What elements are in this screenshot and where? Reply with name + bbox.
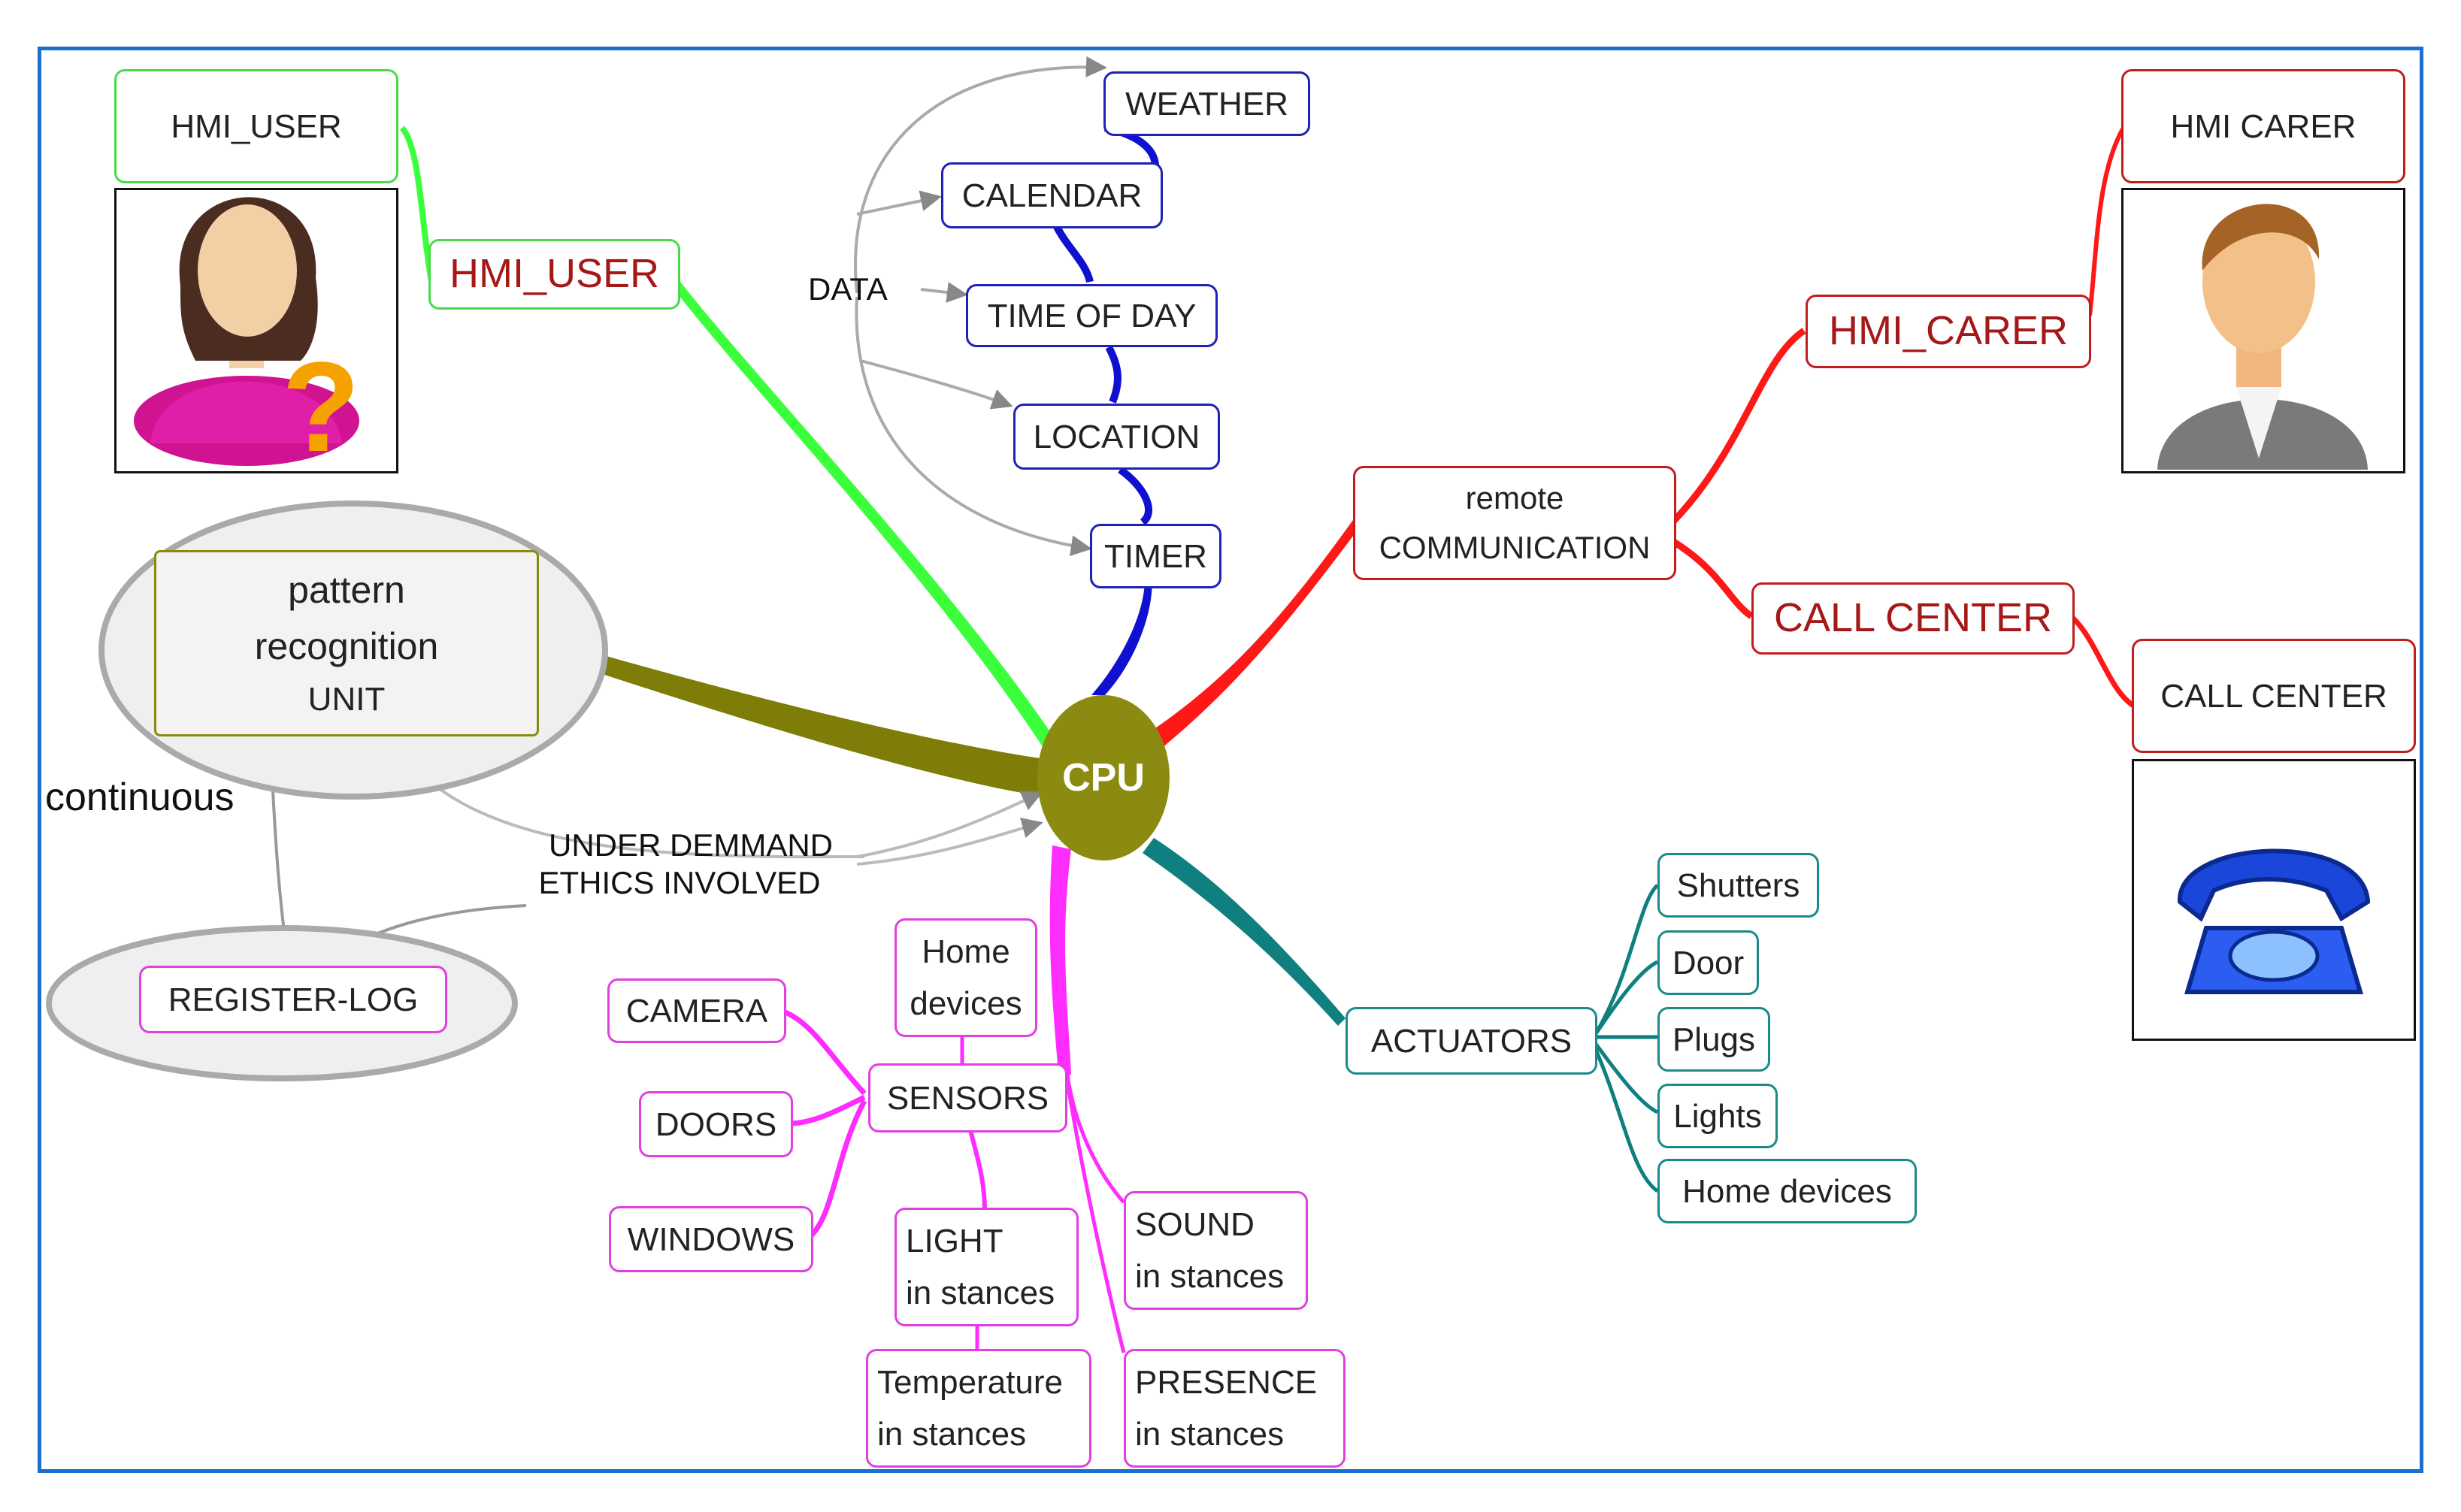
- sound-line1: SOUND: [1135, 1206, 1255, 1243]
- temperature-line1: Temperature: [877, 1364, 1064, 1401]
- hmi-user-node[interactable]: HMI_USER: [428, 239, 680, 310]
- pattern-recognition-node[interactable]: pattern recognition UNIT: [154, 550, 539, 736]
- presence-node[interactable]: PRESENCE in stances: [1124, 1349, 1346, 1468]
- actuators-node[interactable]: ACTUATORS: [1346, 1007, 1597, 1075]
- under-demand-label: UNDER DEMMAND ETHICS INVOLVED: [526, 827, 833, 903]
- pattern-line1: pattern: [288, 569, 405, 611]
- branch-pattern: [541, 637, 1045, 797]
- continuous-label: continuous: [45, 776, 235, 819]
- light-node[interactable]: LIGHT in stances: [894, 1208, 1079, 1326]
- branch-hmi-user: [673, 282, 1051, 748]
- location-node[interactable]: LOCATION: [1013, 404, 1220, 470]
- windows-node[interactable]: WINDOWS: [609, 1206, 813, 1272]
- branch-remote: [1149, 520, 1361, 751]
- branch-actuators: [1143, 838, 1346, 1026]
- under-demand-line2: ETHICS INVOLVED: [538, 865, 821, 901]
- temperature-line2: in stances: [877, 1416, 1027, 1453]
- camera-node[interactable]: CAMERA: [607, 978, 786, 1043]
- light-line1: LIGHT: [906, 1223, 1003, 1259]
- hmi-carer-node[interactable]: HMI_CARER: [1806, 295, 2091, 368]
- home-devices-sensor-node[interactable]: Home devices: [894, 918, 1037, 1037]
- home-devices-actuator-node[interactable]: Home devices: [1657, 1159, 1917, 1223]
- light-line2: in stances: [906, 1275, 1055, 1311]
- remote-line1: remote: [1465, 479, 1564, 516]
- lights-node[interactable]: Lights: [1657, 1084, 1778, 1148]
- pattern-line3: UNIT: [307, 681, 386, 718]
- weather-node[interactable]: WEATHER: [1103, 71, 1310, 136]
- phone-panel: [2132, 759, 2416, 1041]
- remote-communication-node[interactable]: remote COMMUNICATION: [1353, 466, 1676, 580]
- temperature-node[interactable]: Temperature in stances: [866, 1349, 1091, 1468]
- user-avatar-panel: [114, 188, 398, 473]
- cpu-node[interactable]: CPU: [1037, 695, 1170, 860]
- sound-line2: in stances: [1135, 1258, 1285, 1295]
- pattern-line2: recognition: [254, 624, 439, 667]
- register-log-node[interactable]: REGISTER-LOG: [139, 966, 447, 1033]
- presence-line1: PRESENCE: [1135, 1364, 1318, 1401]
- branch-sensors: [1049, 845, 1071, 1075]
- sensors-node[interactable]: SENSORS: [868, 1063, 1067, 1132]
- hmi-carer-header[interactable]: HMI CARER: [2121, 69, 2405, 183]
- presence-line2: in stances: [1135, 1416, 1285, 1453]
- under-demand-line1: UNDER DEMMAND: [549, 827, 833, 863]
- carer-avatar-panel: [2121, 188, 2405, 473]
- call-center-header[interactable]: CALL CENTER: [2132, 639, 2416, 753]
- plugs-node[interactable]: Plugs: [1657, 1007, 1770, 1072]
- call-center-node[interactable]: CALL CENTER: [1751, 582, 2075, 655]
- home-devices-line1: Home: [922, 933, 1010, 970]
- doors-node[interactable]: DOORS: [639, 1091, 793, 1157]
- data-label: DATA: [808, 271, 888, 307]
- hmi-user-header[interactable]: HMI_USER: [114, 69, 398, 183]
- door-node[interactable]: Door: [1657, 930, 1759, 995]
- time-of-day-node[interactable]: TIME OF DAY: [966, 284, 1218, 347]
- home-devices-line2: devices: [910, 985, 1022, 1022]
- timer-node[interactable]: TIMER: [1090, 524, 1221, 588]
- calendar-node[interactable]: CALENDAR: [941, 162, 1163, 228]
- remote-line2: COMMUNICATION: [1379, 530, 1651, 565]
- sound-node[interactable]: SOUND in stances: [1124, 1191, 1308, 1310]
- shutters-node[interactable]: Shutters: [1657, 853, 1819, 918]
- branch-data: [1091, 571, 1152, 695]
